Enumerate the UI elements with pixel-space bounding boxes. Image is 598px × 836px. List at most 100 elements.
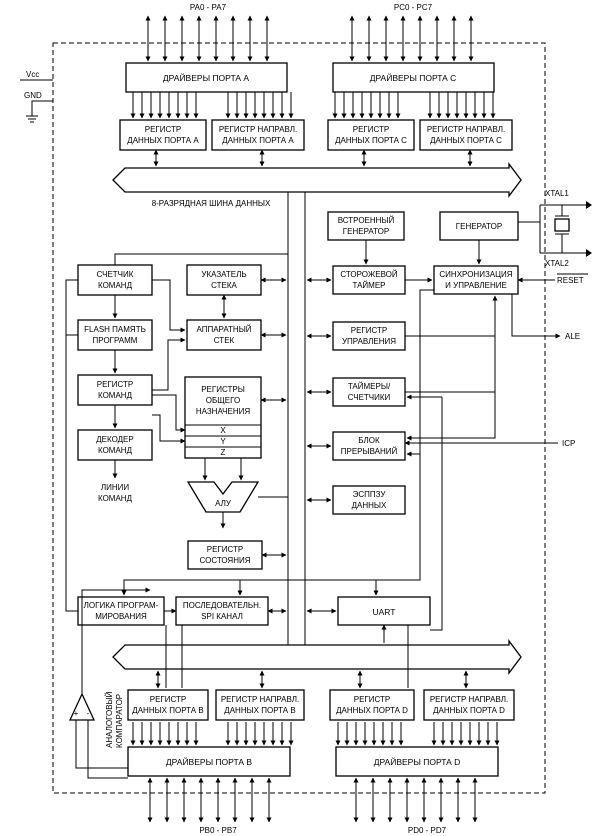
spi-l2: SPI КАНАЛ (201, 612, 243, 621)
internal-rc-l2: ГЕНЕРАТОР (343, 227, 389, 236)
xtal2-label: XTAL2 (545, 259, 569, 268)
port-b-pins (147, 777, 272, 823)
chip-outline (52, 42, 546, 794)
crystal-icon (518, 201, 592, 257)
port-a-data-register (119, 119, 207, 151)
port-c-data-register-l1: РЕГИСТР (353, 125, 390, 134)
uart-label: UART (373, 607, 396, 617)
port-c-ddr-l2: ДАННЫХ ПОРТА C (430, 136, 502, 145)
ale-label: ALE (565, 332, 580, 341)
watchdog-l1: СТОРОЖЕВОЙ (340, 270, 397, 279)
comparator-plus: + (74, 709, 79, 718)
hardware-stack (186, 319, 262, 351)
port-a-drivers-label: ДРАЙВЕРЫ ПОРТА A (163, 72, 249, 83)
watchdog-timer (332, 265, 406, 295)
timing-and-control (433, 265, 519, 295)
stack-pointer-l1: УКАЗАТЕЛЬ (201, 270, 246, 279)
port-a-ddr (211, 119, 305, 151)
prog-logic-l1: ЛОГИКА ПРОГРАМ- (84, 601, 159, 610)
port-b-data-register (127, 689, 209, 721)
timers-l1: ТАЙМЕРЫ/ (348, 382, 391, 391)
port-b-drivers-label: ДРАЙВЕРЫ ПОРТА B (166, 756, 252, 767)
port-c-data-register (327, 119, 415, 151)
comparator-label-l2: КОМПАРАТОР (115, 694, 124, 748)
port-a-data-register-l1: РЕГИСТР (145, 125, 182, 134)
port-d-data-register (329, 689, 415, 721)
ir-l2: КОМАНД (98, 391, 133, 400)
port-b-ddr-l1: РЕГИСТР НАПРАВЛ. (221, 695, 299, 704)
port-a-drivers (125, 62, 288, 93)
gpr-x: X (220, 426, 226, 435)
port-d-pins (353, 777, 478, 823)
gpr-z: Z (221, 448, 226, 457)
eeprom-l2: ДАННЫХ (352, 501, 387, 510)
general-purpose-registers (184, 376, 262, 459)
port-c-drivers (332, 62, 495, 93)
port-d-data-register-l2: ДАННЫХ ПОРТА D (336, 706, 408, 715)
timers-l2: СЧЕТЧИКИ (348, 393, 391, 402)
analog-comparator (68, 692, 96, 721)
port-c-ddr (419, 119, 513, 151)
port-c-ddr-l1: РЕГИСТР НАПРАВЛ. (427, 125, 505, 134)
internal-rc-oscillator (327, 211, 405, 241)
port-a-label: PA0 - PA7 (190, 3, 227, 12)
internal-port-lines (130, 92, 500, 746)
hw-stack-l2: СТЕК (214, 336, 235, 345)
port-d-data-register-l1: РЕГИСТР (354, 695, 391, 704)
program-counter-l2: КОМАНД (98, 281, 133, 290)
port-c-data-register-l2: ДАННЫХ ПОРТА C (335, 136, 407, 145)
eeprom-l1: ЭСППЗУ (353, 490, 387, 499)
port-c-pins (349, 15, 474, 62)
instruction-register (77, 374, 153, 406)
port-b-data-register-l1: РЕГИСТР (150, 695, 187, 704)
gpr-l1: РЕГИСТРЫ (201, 385, 245, 394)
port-d-drivers (335, 746, 499, 777)
port-d-ddr (423, 689, 515, 721)
data-bus-label: 8-РАЗРЯДНАЯ ШИНА ДАННЫХ (152, 199, 271, 208)
timing-control-l1: СИНХРОНИЗАЦИЯ (439, 270, 512, 279)
eeprom (332, 485, 406, 515)
control-lines-l2: КОМАНД (98, 494, 133, 503)
port-a-data-register-l2: ДАННЫХ ПОРТА A (127, 136, 199, 145)
comparator-label-l1: АНАЛОГОВЫЙ (105, 691, 114, 748)
oscillator-label: ГЕНЕРАТОР (456, 222, 502, 231)
port-b-ddr-l2: ДАННЫХ ПОРТА B (224, 706, 295, 715)
prog-logic-l2: МИРОВАНИЯ (95, 612, 147, 621)
flash-l2: ПРОГРАММ (93, 336, 138, 345)
uart (337, 596, 431, 626)
port-c-label: PC0 - PC7 (394, 3, 433, 12)
sreg-l1: РЕГИСТР (207, 545, 244, 554)
port-a-ddr-l1: РЕГИСТР НАПРАВЛ. (219, 125, 297, 134)
port-b-label: PB0 - PB7 (199, 826, 237, 835)
timer-counters (332, 377, 406, 407)
gpr-y: Y (220, 437, 226, 446)
mcucr-l2: УПРАВЛЕНИЯ (342, 337, 396, 346)
sreg-l2: СОСТОЯНИЯ (200, 556, 251, 565)
stack-pointer-l2: СТЕКА (211, 281, 237, 290)
spi-l1: ПОСЛЕДОВАТЕЛЬН. (183, 601, 261, 610)
port-b-drivers (127, 746, 291, 777)
port-d-label: PD0 - PD7 (408, 826, 447, 835)
vcc-label: Vcc (26, 70, 39, 79)
gnd-label: GND (24, 91, 42, 100)
alu (186, 481, 260, 513)
xtal1-label: XTAL1 (545, 189, 569, 198)
watchdog-l2: ТАЙМЕР (352, 281, 385, 290)
port-c-drivers-label: ДРАЙВЕРЫ ПОРТА C (370, 72, 457, 83)
status-register (187, 540, 263, 570)
port-a-ddr-l2: ДАННЫХ ПОРТА A (222, 136, 294, 145)
alu-label: АЛУ (215, 499, 232, 508)
port-a-pins (145, 15, 270, 62)
internal-rc-l1: ВСТРОЕННЫЙ (338, 216, 395, 225)
decoder-l2: КОМАНД (98, 446, 133, 455)
mcucr-l1: РЕГИСТР (351, 326, 388, 335)
interrupt-l2: ПРЕРЫВАНИЙ (341, 447, 398, 456)
gpr-l3: НАЗНАЧЕНИЯ (196, 407, 251, 416)
ground-icon (26, 115, 38, 123)
gpr-l2: ОБЩЕГО (206, 396, 240, 405)
port-d-drivers-label: ДРАЙВЕРЫ ПОРТА D (374, 756, 461, 767)
port-d-ddr-l2: ДАННЫХ ПОРТА D (433, 706, 505, 715)
program-counter-l1: СЧЕТЧИК (97, 270, 134, 279)
port-b-data-register-l2: ДАННЫХ ПОРТА B (132, 706, 203, 715)
